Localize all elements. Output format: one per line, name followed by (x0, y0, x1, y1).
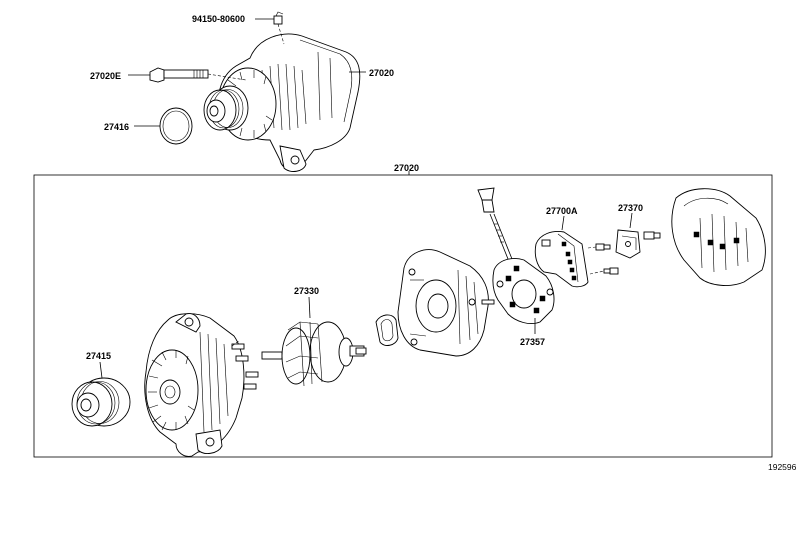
label-27020-top: 27020 (369, 68, 394, 78)
rectifier-holder (492, 258, 555, 325)
label-27330: 27330 (294, 286, 319, 296)
long-bolt (149, 67, 209, 83)
alternator-assembly-top (203, 11, 361, 172)
label-27370: 27370 (618, 203, 643, 213)
leader-lines-top (128, 18, 366, 127)
seal-ring (375, 314, 399, 346)
label-27357: 27357 (520, 337, 545, 347)
regulator-part (534, 231, 589, 288)
terminal-bolt (477, 187, 515, 265)
front-frame-housing (144, 313, 259, 457)
cap-disc (159, 107, 193, 145)
rear-frame (397, 249, 495, 357)
callout-labels: 94150-80600 27020E 27020 27416 27020 273… (86, 14, 797, 472)
pulley-part (71, 377, 131, 427)
rear-end-cover (671, 188, 766, 286)
figure-id: 192596 (768, 462, 797, 472)
label-27020-group: 27020 (394, 163, 419, 173)
label-27700a: 27700A (546, 206, 578, 216)
label-27020e: 27020E (90, 71, 121, 81)
frame-group-box (33, 174, 773, 458)
rotor-part (261, 321, 367, 387)
label-27416: 27416 (104, 122, 129, 132)
bracket-27370 (615, 229, 641, 259)
label-27415: 27415 (86, 351, 111, 361)
screws (595, 231, 661, 275)
label-94150-80600: 94150-80600 (192, 14, 245, 24)
